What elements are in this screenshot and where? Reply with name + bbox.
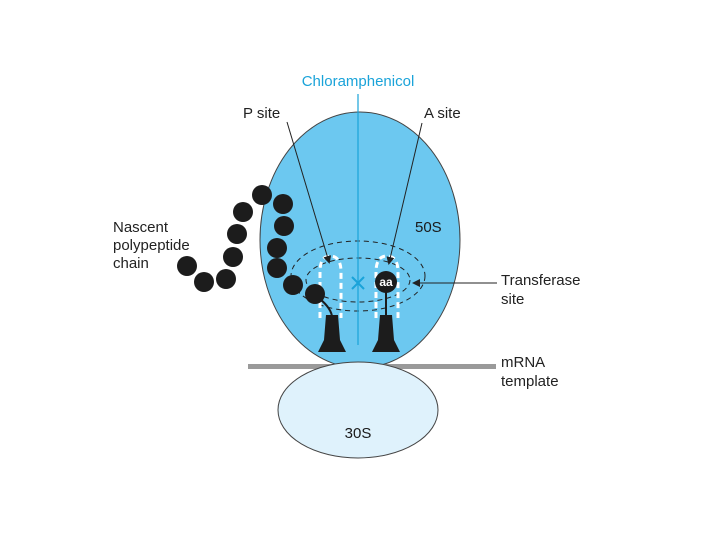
a-site-label: A site [424, 105, 461, 122]
a-site-pointer [386, 122, 423, 265]
nascent-label-line3: chain [113, 255, 149, 272]
chain-bead [233, 202, 253, 222]
trna-p-site [318, 254, 343, 318]
chloramphenicol-label: Chloramphenicol [302, 73, 415, 90]
subunit-30s-label: 30S [345, 425, 372, 442]
chain-bead [223, 247, 243, 267]
mrna-label-line1: mRNA [501, 354, 545, 371]
amino-acid-bead [375, 271, 397, 293]
chain-bead [274, 216, 294, 236]
trna-a-anticodon [372, 315, 400, 352]
chain-bead [194, 272, 214, 292]
large-subunit-50s [259, 111, 461, 369]
chain-bead [227, 224, 247, 244]
amino-acid-label: aa [379, 275, 393, 289]
trna-a-site [374, 254, 400, 318]
transferase-label-line1: Transferase [501, 272, 580, 289]
chloramphenicol-cross-icon [351, 276, 365, 290]
chain-bead [177, 256, 197, 276]
mrna-label-line2: template [501, 373, 559, 390]
nascent-label-line2: polypeptide [113, 237, 190, 254]
chain-bead [267, 238, 287, 258]
nascent-label-line1: Nascent [113, 219, 169, 236]
small-subunit-30s [277, 361, 439, 459]
nascent-polypeptide-chain [177, 185, 325, 304]
p-site-label: P site [243, 105, 280, 122]
p-site-pointer [286, 121, 332, 264]
chain-bead [305, 284, 325, 304]
chain-bead [273, 194, 293, 214]
subunit-50s-label: 50S [415, 219, 442, 236]
chain-bead [283, 275, 303, 295]
chain-bead [216, 269, 236, 289]
chain-bead [252, 185, 272, 205]
chain-bead [267, 258, 287, 278]
transferase-label-line2: site [501, 291, 524, 308]
trna-p-anticodon [318, 315, 346, 352]
